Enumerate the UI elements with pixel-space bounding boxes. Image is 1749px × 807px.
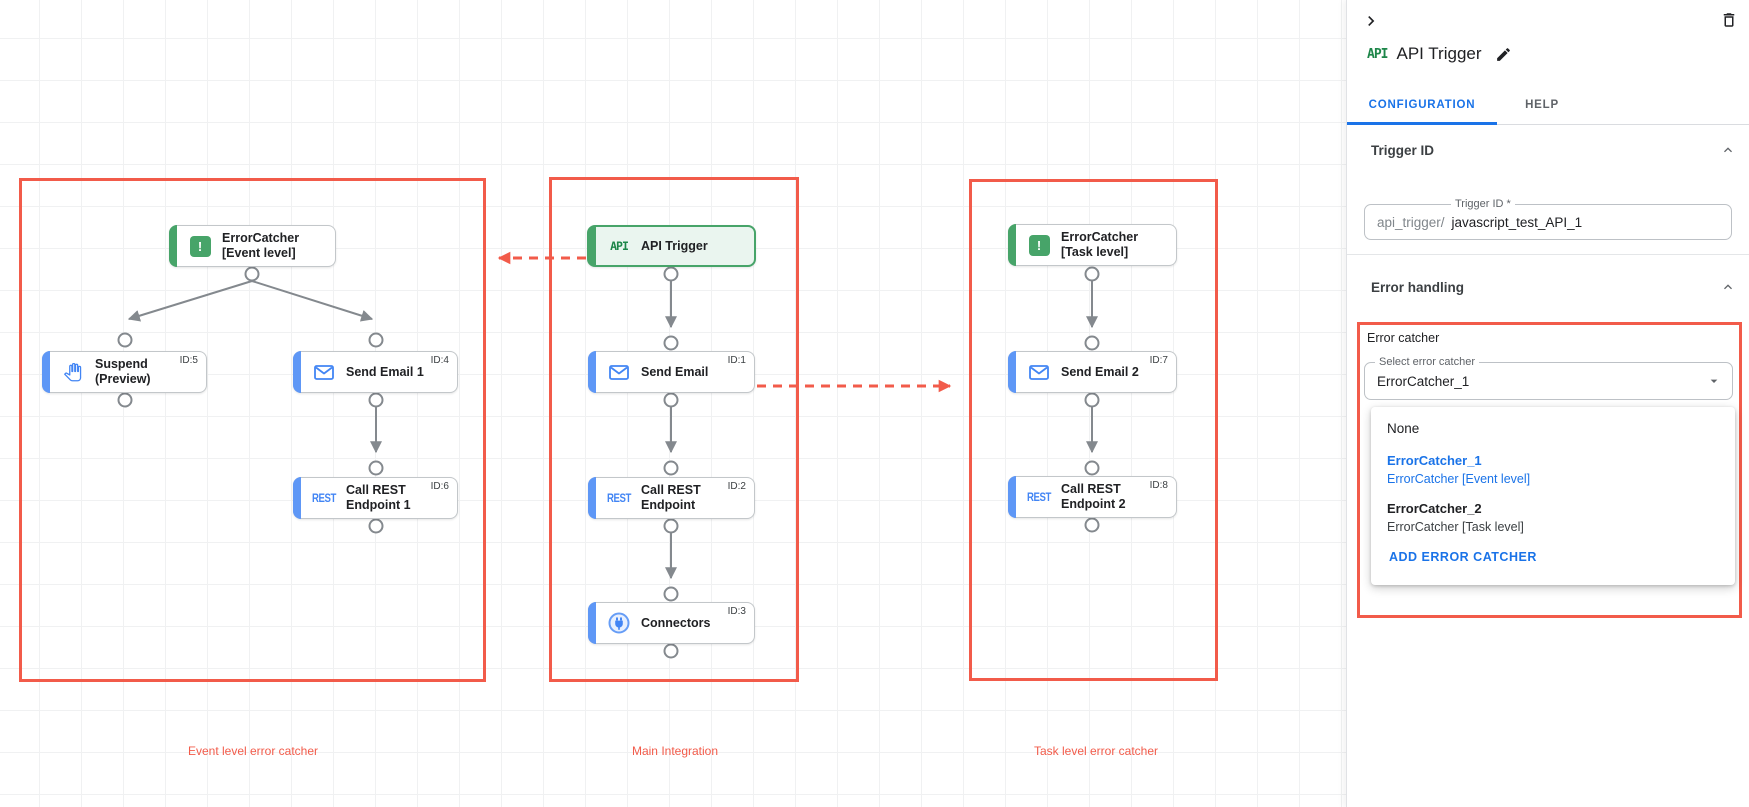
mail-icon (311, 364, 337, 380)
node-label: Connectors (641, 615, 711, 630)
group-box-task-level (969, 179, 1218, 681)
node-api-trigger[interactable]: API API Trigger (587, 225, 756, 267)
node-accent-bar (293, 351, 301, 393)
section-title: Trigger ID (1371, 142, 1435, 158)
mail-icon (1026, 364, 1052, 380)
edges-layer (117, 251, 1100, 659)
option-desc: ErrorCatcher [Event level] (1387, 472, 1531, 486)
tab-help[interactable]: HELP (1525, 99, 1559, 111)
menu-item-none[interactable]: None (1387, 421, 1420, 436)
node-send-email-2[interactable]: Send Email 2 ID:7 (1008, 351, 1177, 393)
trigger-id-prefix: api_trigger/ (1377, 214, 1445, 230)
node-errorcatcher-task-level[interactable]: ! ErrorCatcher[Task level] (1008, 224, 1177, 266)
node-accent-bar (588, 226, 596, 266)
node-id-badge: ID:3 (727, 606, 746, 617)
error-catcher-icon: ! (187, 235, 213, 257)
caption-event-level: Event level error catcher (187, 744, 319, 758)
plug-icon (606, 612, 632, 634)
rest-icon: REST (607, 491, 632, 505)
rest-icon: REST (1027, 490, 1052, 504)
node-accent-bar (588, 602, 596, 644)
menu-item-errorcatcher-1[interactable]: ErrorCatcher_1 ErrorCatcher [Event level… (1387, 453, 1530, 486)
workflow-canvas[interactable]: Event level error catcher Main Integrati… (0, 0, 1346, 807)
api-icon: API (610, 239, 629, 253)
page-title: API Trigger (1396, 44, 1482, 63)
collapse-section-caret-icon[interactable] (1720, 279, 1736, 295)
node-id-badge: ID:4 (430, 355, 449, 366)
node-label: API Trigger (641, 238, 708, 253)
node-label: Send Email 2 (1061, 364, 1139, 379)
node-connectors[interactable]: Connectors ID:3 (588, 602, 755, 644)
option-name: ErrorCatcher_2 (1387, 501, 1482, 516)
node-accent-bar (588, 477, 596, 519)
hand-icon (60, 362, 86, 382)
node-id-badge: ID:8 (1149, 480, 1168, 491)
delete-trigger-trash-icon[interactable] (1720, 11, 1738, 34)
node-id-badge: ID:5 (179, 355, 198, 366)
api-logo-icon: API (1367, 46, 1389, 62)
option-desc: ErrorCatcher [Task level] (1387, 520, 1524, 534)
trigger-id-field-label: Trigger ID * (1451, 198, 1515, 211)
node-suspend[interactable]: Suspend(Preview) ID:5 (42, 351, 207, 393)
node-accent-bar (42, 351, 50, 393)
caption-task-level: Task level error catcher (1033, 744, 1159, 758)
trigger-id-input[interactable]: Trigger ID * api_trigger/ javascript_tes… (1364, 198, 1732, 240)
config-panel: API API Trigger CONFIGURATION HELP Trigg… (1346, 0, 1749, 807)
select-field-label: Select error catcher (1375, 356, 1479, 369)
group-box-main-integration (549, 177, 799, 682)
add-error-catcher-button[interactable]: ADD ERROR CATCHER (1389, 550, 1537, 564)
node-label: Suspend(Preview) (95, 357, 151, 386)
section-trigger-id: Trigger ID (1371, 142, 1736, 158)
node-accent-bar (1008, 476, 1016, 518)
node-accent-bar (588, 351, 596, 393)
error-catcher-icon: ! (1026, 234, 1052, 256)
caption-main-integration: Main Integration (631, 744, 719, 758)
option-name: ErrorCatcher_1 (1387, 453, 1482, 468)
node-id-badge: ID:7 (1149, 355, 1168, 366)
node-accent-bar (293, 477, 301, 519)
error-catcher-menu: None ErrorCatcher_1 ErrorCatcher [Event … (1371, 407, 1735, 585)
menu-item-errorcatcher-2[interactable]: ErrorCatcher_2 ErrorCatcher [Task level] (1387, 501, 1524, 534)
panel-header: API API Trigger (1367, 44, 1512, 64)
mail-icon (606, 364, 632, 380)
node-accent-bar (1008, 351, 1016, 393)
dropdown-arrow-icon (1706, 373, 1722, 389)
node-id-badge: ID:1 (727, 355, 746, 366)
node-id-badge: ID:2 (727, 481, 746, 492)
node-accent-bar (1008, 224, 1016, 266)
panel-tabs: CONFIGURATION HELP (1347, 86, 1749, 125)
rest-icon: REST (312, 491, 337, 505)
collapse-panel-chevron-icon[interactable] (1361, 11, 1381, 36)
edit-pencil-icon[interactable] (1495, 46, 1512, 63)
node-errorcatcher-event-level[interactable]: ! ErrorCatcher[Event level] (169, 225, 336, 267)
node-send-email-1[interactable]: Send Email 1 ID:4 (293, 351, 458, 393)
node-label: ErrorCatcher[Task level] (1061, 230, 1139, 259)
trigger-id-value: javascript_test_API_1 (1451, 214, 1583, 230)
node-label: ErrorCatcher[Event level] (222, 231, 300, 260)
node-accent-bar (169, 225, 177, 267)
node-label: Send Email (641, 364, 709, 379)
group-box-event-level (19, 178, 486, 682)
section-error-handling: Error handling (1371, 279, 1736, 295)
error-catcher-label: Error catcher (1367, 331, 1440, 345)
tab-configuration[interactable]: CONFIGURATION (1347, 86, 1497, 125)
node-id-badge: ID:6 (430, 481, 449, 492)
node-label: Send Email 1 (346, 364, 424, 379)
section-title: Error handling (1371, 279, 1465, 295)
node-send-email[interactable]: Send Email ID:1 (588, 351, 755, 393)
section-divider (1347, 254, 1749, 255)
collapse-section-caret-icon[interactable] (1720, 142, 1736, 158)
selected-error-catcher-value: ErrorCatcher_1 (1377, 373, 1470, 389)
select-error-catcher-dropdown[interactable]: Select error catcher ErrorCatcher_1 (1364, 356, 1733, 400)
